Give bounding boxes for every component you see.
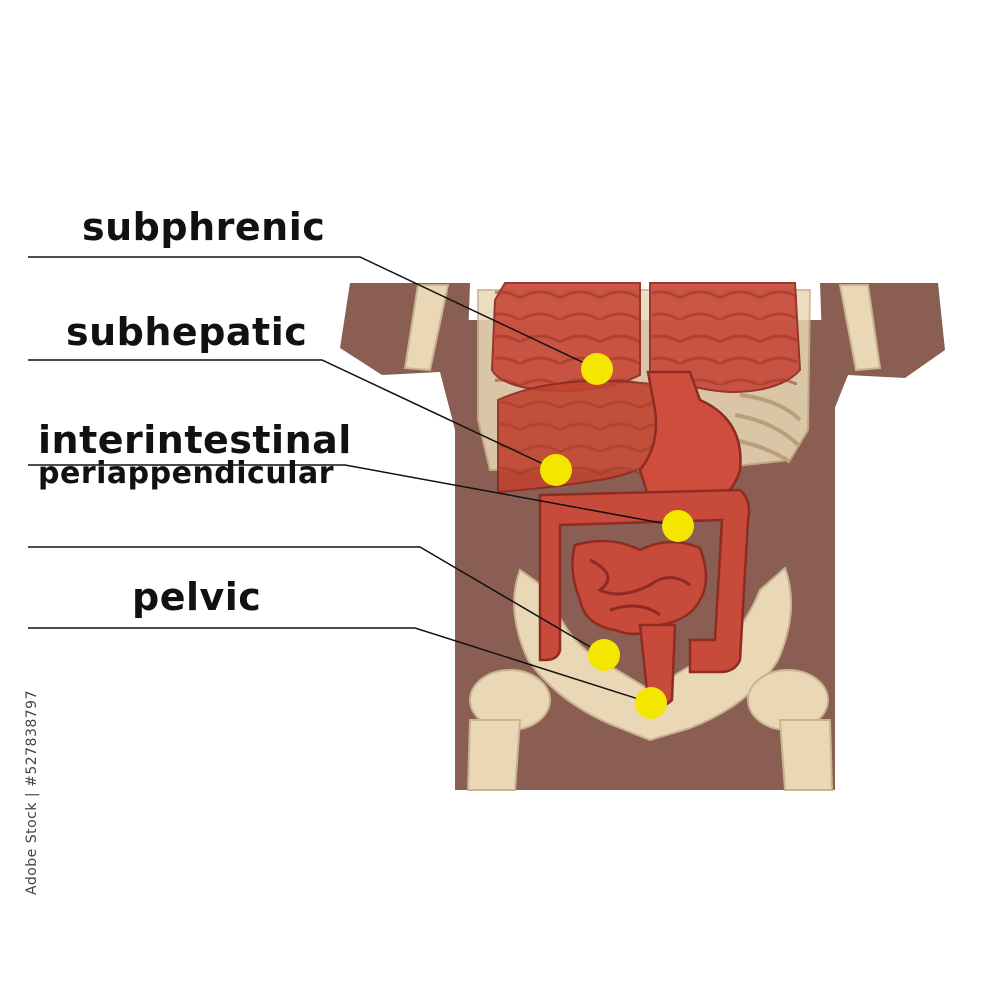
marker-interintestinal: [662, 510, 694, 542]
marker-pelvic: [635, 687, 667, 719]
label-periappendicular: periappendicular: [38, 456, 335, 491]
label-interintestinal: interintestinal: [38, 418, 352, 462]
label-subhepatic: subhepatic: [66, 310, 308, 354]
leader-line-subhepatic: [28, 359, 557, 471]
label-subphrenic: subphrenic: [82, 205, 326, 249]
leader-lines: [28, 256, 679, 704]
abscess-markers: [540, 353, 694, 719]
leader-line-pelvic: [28, 627, 652, 704]
label-pelvic: pelvic: [132, 575, 262, 619]
marker-subhepatic: [540, 454, 572, 486]
leader-line-subphrenic: [28, 256, 598, 370]
leader-line-periappendicular: [28, 546, 605, 656]
stock-id-watermark: Adobe Stock | #527838797: [24, 690, 40, 895]
organs: [490, 282, 802, 708]
marker-subphrenic: [581, 353, 613, 385]
leader-line-interintestinal: [28, 464, 679, 527]
marker-periappendicular: [588, 639, 620, 671]
